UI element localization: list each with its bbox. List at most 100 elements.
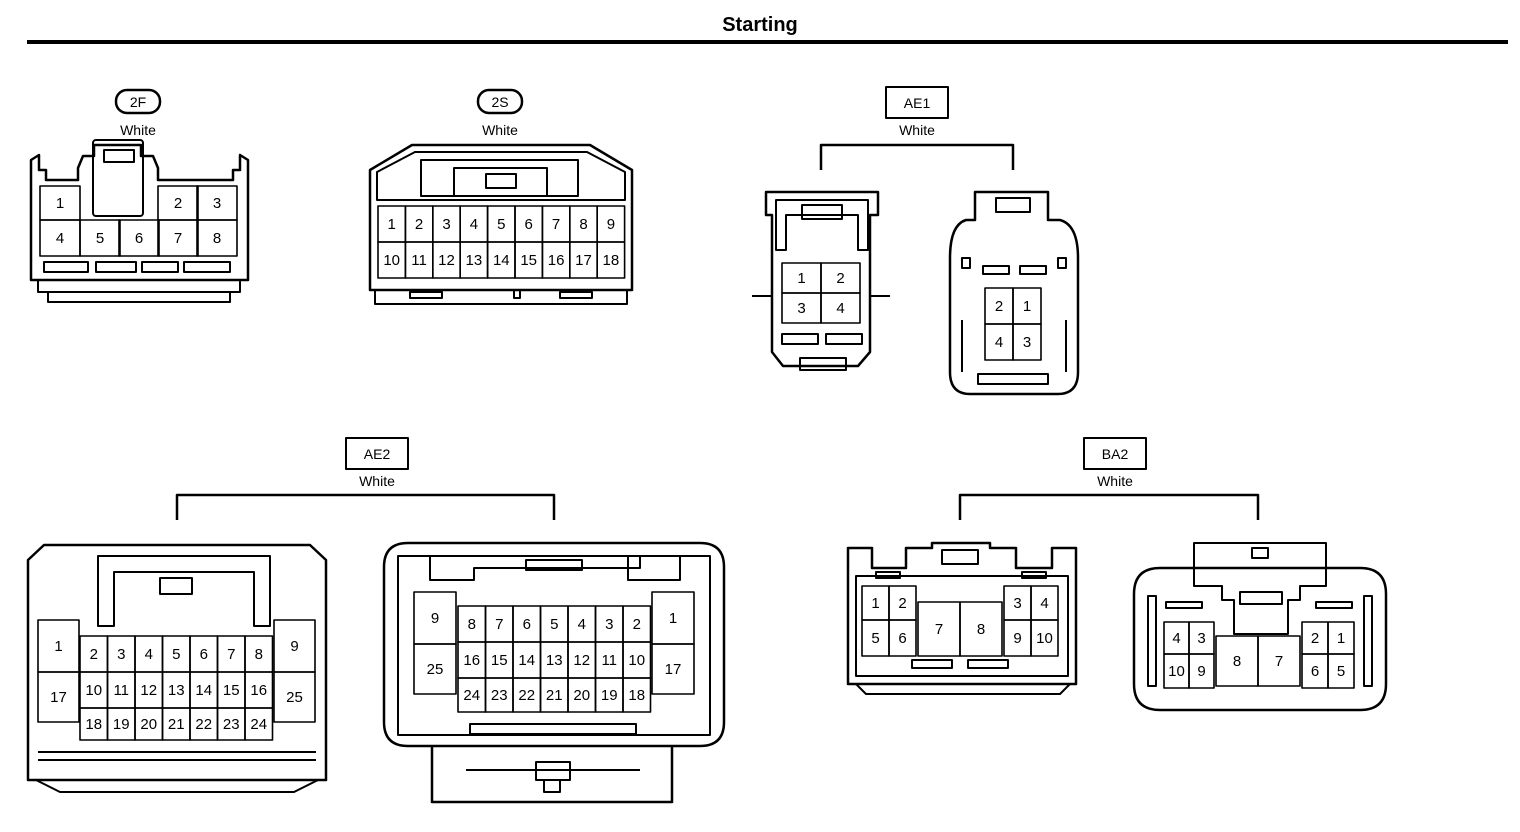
- pin-number: 22: [518, 687, 535, 704]
- pin-cell: [596, 241, 626, 279]
- pin-number: 22: [195, 716, 212, 733]
- pin-number: 9: [431, 610, 439, 627]
- pin-number: 1: [797, 270, 805, 287]
- pin-number: 18: [85, 716, 102, 733]
- pin-number: 2: [174, 195, 182, 212]
- pin-number: 8: [977, 621, 985, 638]
- pin-number: 2: [415, 216, 423, 233]
- pin-number: 3: [1013, 595, 1021, 612]
- pin-number: 5: [497, 216, 505, 233]
- pin-number: 4: [578, 616, 586, 633]
- pin-number: 12: [140, 682, 157, 699]
- pin-cell: [622, 677, 652, 713]
- pin-number: 11: [601, 652, 617, 669]
- pin-number: 8: [213, 230, 221, 247]
- pin-number: 18: [603, 252, 620, 269]
- pin-number: 3: [442, 216, 450, 233]
- pin-number: 20: [573, 687, 590, 704]
- pin-number: 4: [56, 230, 64, 247]
- svg-text:2S: 2S: [491, 94, 508, 110]
- pin-number: 10: [1036, 630, 1053, 647]
- pin-number: 18: [628, 687, 645, 704]
- pin-number: 6: [135, 230, 143, 247]
- pin-number: 19: [113, 716, 130, 733]
- svg-text:White: White: [899, 122, 935, 138]
- pin-number: 12: [573, 652, 590, 669]
- pin-number: 14: [493, 252, 510, 269]
- pin-cell: [196, 219, 238, 257]
- pin-number: 3: [117, 646, 125, 663]
- pin-number: 2: [1311, 630, 1319, 647]
- pin-number: 1: [388, 216, 396, 233]
- pin-number: 17: [575, 252, 592, 269]
- pin-number: 6: [200, 646, 208, 663]
- connector-ae1-label: AE1 White: [819, 86, 1015, 170]
- pin-number: 17: [665, 661, 682, 678]
- pin-number: 15: [520, 252, 537, 269]
- pin-number: 1: [669, 610, 677, 627]
- pin-number: 13: [168, 682, 185, 699]
- pin-number: 24: [463, 687, 480, 704]
- connector-2f-label: 2F White: [114, 88, 162, 138]
- pin-number: 13: [466, 252, 483, 269]
- pin-number: 10: [628, 652, 645, 669]
- pin-number: 23: [491, 687, 508, 704]
- connector-ae1: AE1 White 1 2 3 4 2 1 4 3: [752, 86, 1080, 396]
- connector-ba2-view-1: [846, 541, 1078, 695]
- pin-number: 5: [871, 630, 879, 647]
- pin-number: 3: [797, 300, 805, 317]
- connector-ae1-view-1-pins: 1 2 3 4: [781, 262, 861, 324]
- pin-number: 16: [250, 682, 267, 699]
- pin-number: 11: [411, 252, 427, 269]
- pin-cell: [888, 619, 917, 657]
- pin-number: 1: [54, 638, 62, 655]
- pin-cell: [157, 219, 199, 257]
- pin-number: 4: [836, 300, 844, 317]
- pin-number: 23: [223, 716, 240, 733]
- svg-text:White: White: [1097, 473, 1133, 489]
- connector-2s-body: [368, 143, 634, 305]
- pin-number: 15: [491, 652, 508, 669]
- pin-number: 21: [546, 687, 563, 704]
- svg-text:White: White: [359, 473, 395, 489]
- pin-cell: [651, 643, 695, 695]
- pin-number: 3: [1023, 334, 1031, 351]
- pin-number: 4: [1040, 595, 1048, 612]
- pin-cell: [273, 671, 316, 723]
- pin-number: 10: [85, 682, 102, 699]
- connector-2s-label: 2S White: [476, 88, 524, 138]
- pin-number: 13: [546, 652, 563, 669]
- pin-number: 3: [605, 616, 613, 633]
- pin-number: 7: [552, 216, 560, 233]
- pin-number: 9: [1013, 630, 1021, 647]
- svg-text:AE2: AE2: [364, 446, 391, 462]
- pin-number: 14: [518, 652, 535, 669]
- connector-ba2-label: BA2 White: [958, 437, 1260, 520]
- pin-number: 5: [550, 616, 558, 633]
- pin-number: 2: [836, 270, 844, 287]
- pin-number: 12: [438, 252, 455, 269]
- pin-number: 6: [523, 616, 531, 633]
- pin-cell: [1012, 323, 1042, 361]
- pin-cell: [820, 292, 861, 324]
- pin-number: 7: [174, 230, 182, 247]
- pin-number: 9: [290, 638, 298, 655]
- pin-number: 6: [525, 216, 533, 233]
- pin-number: 3: [1197, 630, 1205, 647]
- pin-number: 4: [1172, 630, 1180, 647]
- pin-number: 4: [995, 334, 1003, 351]
- pin-number: 7: [1275, 653, 1283, 670]
- pin-number: 6: [898, 630, 906, 647]
- pin-number: 4: [470, 216, 478, 233]
- connector-ae2-view-2: [382, 541, 726, 804]
